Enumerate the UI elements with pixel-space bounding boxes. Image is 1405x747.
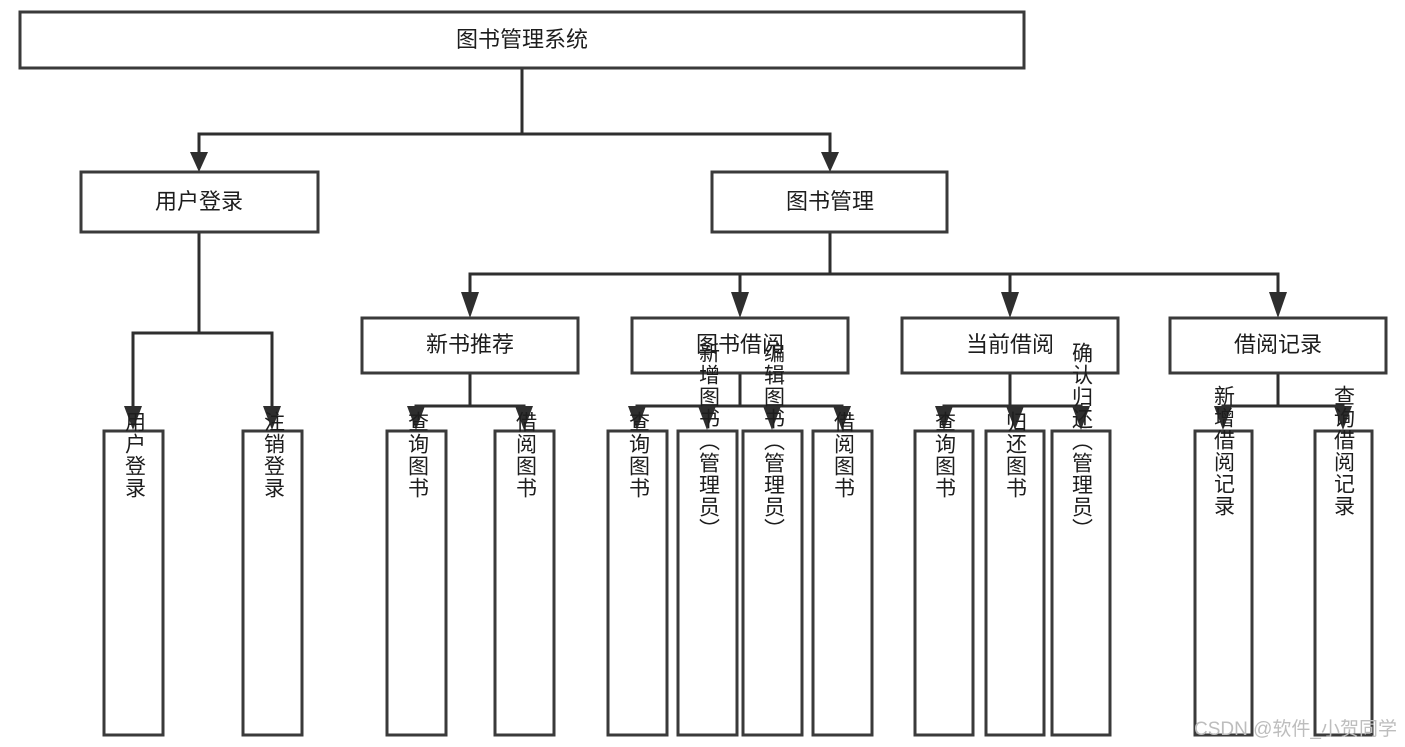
node-borrow-record[interactable]: 借阅记录 — [1168, 316, 1388, 375]
connector-group-book-manage — [461, 230, 1287, 318]
node-root[interactable]: 图书管理系统 — [18, 10, 1026, 70]
arrowhead-leaf-query-book-1 — [407, 406, 425, 430]
node-user-login[interactable]: 用户登录 — [79, 170, 320, 234]
node-user-login-label: 用户登录 — [155, 189, 243, 214]
node-book-manage-box[interactable] — [710, 170, 949, 234]
node-new-book-recommend[interactable]: 新书推荐 — [360, 316, 580, 375]
arrowhead-borrow-record — [1269, 292, 1287, 318]
leaf-logout-label: 注销登录 — [262, 411, 286, 499]
leaf-query-book-1-label: 查询图书 — [406, 411, 430, 499]
arrowhead-leaf-confirm-return — [1072, 406, 1090, 430]
arrowhead-new-book-recommend — [461, 292, 479, 318]
arrowhead-current-borrow — [1001, 292, 1019, 318]
leaf-node[interactable]: 归还图书 — [984, 411, 1046, 737]
leaf-node[interactable]: 查询图书 — [606, 411, 669, 737]
node-book-manage[interactable]: 图书管理 — [710, 170, 949, 234]
leaf-query-book-1-box[interactable] — [385, 429, 448, 737]
leaf-node[interactable]: 借阅图书 — [811, 411, 874, 737]
arrowhead-leaf-query-book-3 — [935, 406, 953, 430]
leaf-node[interactable]: 查询图书 — [385, 411, 448, 737]
leaf-node[interactable]: 查询借阅记录 — [1313, 385, 1374, 737]
leaf-node[interactable]: 注销登录 — [241, 411, 304, 737]
leaf-user-login-box[interactable] — [102, 429, 165, 737]
node-book-borrow-label: 图书借阅 — [696, 332, 784, 357]
connector-group-current-borrow — [935, 371, 1090, 430]
leaf-confirm-return-box[interactable] — [1050, 429, 1112, 737]
node-borrow-record-label: 借阅记录 — [1234, 332, 1322, 357]
arrowhead-user-login — [190, 152, 208, 172]
arrowhead-leaf-borrow-book-2 — [833, 406, 851, 430]
leaf-node[interactable]: 新增借阅记录 — [1193, 385, 1254, 737]
node-root-label: 图书管理系统 — [456, 27, 588, 52]
leaf-query-book-3-label: 查询图书 — [933, 411, 957, 499]
connector-group-borrow-record — [1214, 371, 1352, 430]
arrowhead-leaf-logout — [263, 406, 281, 430]
connector-group-user-login — [124, 230, 281, 430]
leaf-node[interactable]: 确认归还（管理员） — [1050, 342, 1112, 737]
node-current-borrow-box[interactable] — [900, 316, 1120, 375]
leaf-edit-book-label: 编辑图书（管理员） — [762, 342, 786, 540]
arrowhead-book-manage — [821, 152, 839, 172]
leaf-add-book-label: 新增图书（管理员） — [697, 342, 721, 540]
arrowhead-leaf-user-login — [124, 406, 142, 430]
leaf-query-book-2-label: 查询图书 — [627, 411, 651, 499]
node-user-login-box[interactable] — [79, 170, 320, 234]
leaf-user-login-label: 用户登录 — [123, 411, 147, 499]
node-new-book-recommend-label: 新书推荐 — [426, 332, 514, 357]
leaf-query-book-3-box[interactable] — [913, 429, 975, 737]
leaf-query-record-label: 查询借阅记录 — [1332, 385, 1356, 517]
arrowhead-leaf-return-book — [1006, 406, 1024, 430]
node-borrow-record-box[interactable] — [1168, 316, 1388, 375]
leaf-borrow-book-1-label: 借阅图书 — [514, 411, 538, 499]
node-book-borrow[interactable]: 图书借阅 — [630, 316, 850, 375]
leaf-edit-book-box[interactable] — [741, 429, 804, 737]
node-new-book-recommend-box[interactable] — [360, 316, 580, 375]
connector-group-root — [190, 66, 839, 172]
arrowhead-leaf-add-record — [1214, 406, 1232, 430]
leaf-query-record-box[interactable] — [1313, 429, 1374, 737]
leaf-add-record-box[interactable] — [1193, 429, 1254, 737]
arrowhead-leaf-query-book-2 — [628, 406, 646, 430]
leaf-logout-box[interactable] — [241, 429, 304, 737]
node-current-borrow[interactable]: 当前借阅 — [900, 316, 1120, 375]
leaf-return-book-box[interactable] — [984, 429, 1046, 737]
arrowhead-leaf-edit-book — [763, 406, 781, 430]
leaf-node[interactable]: 编辑图书（管理员） — [741, 342, 804, 737]
leaf-node[interactable]: 新增图书（管理员） — [676, 342, 739, 737]
leaf-add-book-box[interactable] — [676, 429, 739, 737]
leaf-add-record-label: 新增借阅记录 — [1212, 385, 1236, 517]
leaf-borrow-book-1-box[interactable] — [493, 429, 556, 737]
leaf-query-book-2-box[interactable] — [606, 429, 669, 737]
leaf-return-book-label: 归还图书 — [1004, 411, 1028, 499]
connector-group-book-borrow — [628, 371, 851, 430]
arrowhead-leaf-borrow-book-1 — [515, 406, 533, 430]
node-book-manage-label: 图书管理 — [786, 189, 874, 214]
arrowhead-leaf-add-book — [698, 406, 716, 430]
node-book-borrow-box[interactable] — [630, 316, 850, 375]
leaf-node[interactable]: 用户登录 — [102, 411, 165, 737]
arrowhead-leaf-query-record — [1334, 406, 1352, 430]
node-root-box[interactable] — [18, 10, 1026, 70]
connector-group-new-book — [407, 371, 533, 430]
leaf-node[interactable]: 借阅图书 — [493, 411, 556, 737]
leaf-borrow-book-2-label: 借阅图书 — [832, 411, 856, 499]
node-current-borrow-label: 当前借阅 — [966, 332, 1054, 357]
leaf-confirm-return-label: 确认归还（管理员） — [1070, 342, 1094, 540]
arrowhead-book-borrow — [731, 292, 749, 318]
leaf-node[interactable]: 查询图书 — [913, 411, 975, 737]
leaf-borrow-book-2-box[interactable] — [811, 429, 874, 737]
